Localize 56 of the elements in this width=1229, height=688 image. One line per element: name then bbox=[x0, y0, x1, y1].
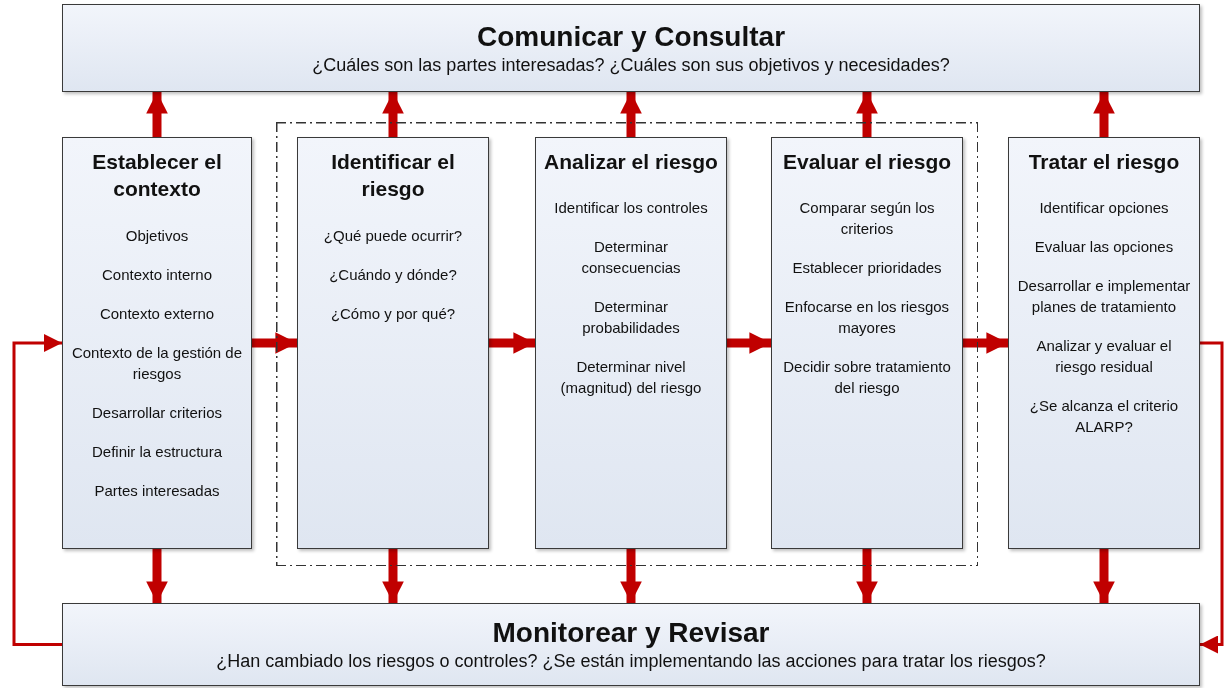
arrow bbox=[382, 92, 404, 137]
arrow bbox=[727, 332, 771, 354]
arrow bbox=[1200, 341, 1224, 654]
arrow bbox=[1093, 92, 1115, 137]
step-item: Establecer prioridades bbox=[792, 258, 942, 279]
box-heading: Evaluar el riesgo bbox=[782, 149, 952, 175]
step-item: ¿Qué puede ocurrir? bbox=[323, 225, 463, 246]
box-heading: Comunicar y Consultar bbox=[476, 20, 786, 53]
process-box bbox=[771, 137, 963, 549]
step-item: Evaluar las opciones bbox=[1034, 237, 1174, 258]
group-frame bbox=[276, 122, 978, 566]
question-text: ¿Han cambiado los riesgos o controles? ¿Se están implementando las acciones para tratar los riesgos? bbox=[216, 651, 1046, 672]
step-item: Decidir sobre tratamiento del riesgo bbox=[782, 357, 952, 399]
process-box bbox=[297, 137, 489, 549]
arrow bbox=[489, 332, 535, 354]
process-box bbox=[62, 137, 252, 549]
arrow bbox=[146, 92, 168, 137]
arrow bbox=[856, 92, 878, 137]
arrow bbox=[1093, 549, 1115, 603]
process-box bbox=[62, 4, 1200, 92]
step-item: Partes interesadas bbox=[94, 480, 220, 501]
step-item: Definir la estructura bbox=[91, 441, 223, 462]
arrow bbox=[12, 334, 62, 646]
step-item: Enfocarse en los riesgos mayores bbox=[783, 297, 951, 339]
arrow bbox=[382, 549, 404, 603]
step-item: Comparar según los criterios bbox=[798, 198, 936, 240]
process-box bbox=[1008, 137, 1200, 549]
arrow bbox=[963, 332, 1008, 354]
step-item: ¿Se alcanza el criterio ALARP? bbox=[1028, 396, 1180, 438]
step-item: Determinar nivel (magnitud) del riesgo bbox=[559, 357, 703, 399]
arrow bbox=[620, 549, 642, 603]
step-item: Determinar probabilidades bbox=[581, 297, 681, 339]
step-item: Contexto de la gestión de riesgos bbox=[71, 342, 243, 384]
step-item: Contexto externo bbox=[99, 303, 215, 324]
step-item: Identificar los controles bbox=[554, 198, 708, 219]
process-box bbox=[535, 137, 727, 549]
step-item: ¿Cuándo y dónde? bbox=[329, 264, 457, 285]
step-item: Contexto interno bbox=[101, 264, 213, 285]
box-heading: Establecer el contexto bbox=[91, 149, 223, 203]
step-item: ¿Cómo y por qué? bbox=[330, 303, 456, 324]
step-item: Analizar y evaluar el riesgo residual bbox=[1035, 336, 1173, 378]
box-heading: Monitorear y Revisar bbox=[492, 617, 770, 649]
arrow bbox=[620, 92, 642, 137]
box-heading: Tratar el riesgo bbox=[1028, 149, 1180, 175]
step-item: Desarrollar criterios bbox=[92, 402, 222, 423]
arrow bbox=[856, 549, 878, 603]
process-box bbox=[62, 603, 1200, 686]
step-item: Desarrollar e implementar planes de tratamiento bbox=[1017, 276, 1191, 318]
step-item: Determinar consecuencias bbox=[580, 237, 682, 279]
step-item: Objetivos bbox=[125, 225, 189, 246]
box-heading: Identificar el riesgo bbox=[330, 149, 456, 203]
box-heading: Analizar el riesgo bbox=[544, 149, 718, 175]
arrow bbox=[146, 549, 168, 603]
arrow bbox=[252, 332, 297, 354]
question-text: ¿Cuáles son las partes interesadas? ¿Cuáles son sus objetivos y necesidades? bbox=[312, 54, 950, 76]
step-item: Identificar opciones bbox=[1039, 198, 1169, 219]
